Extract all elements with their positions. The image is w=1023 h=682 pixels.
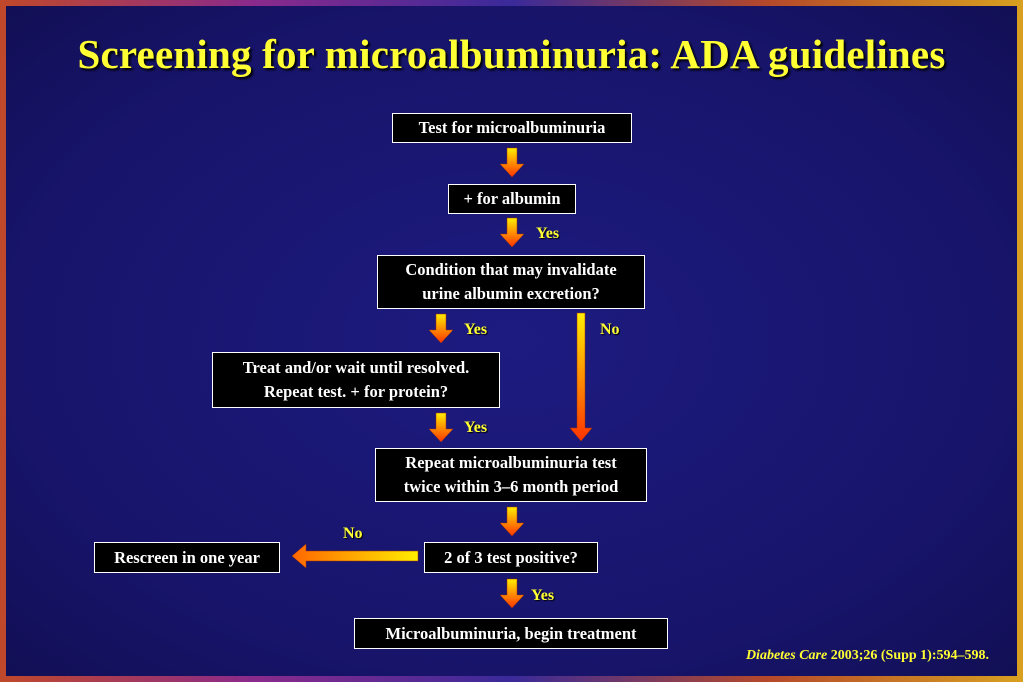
node-positive-for-albumin: + for albumin xyxy=(448,184,576,214)
node-label-line2: urine albumin excretion? xyxy=(422,284,600,303)
node-begin-treatment: Microalbuminuria, begin treatment xyxy=(354,618,668,649)
node-label: 2 of 3 test positive? xyxy=(444,547,578,567)
node-label: Microalbuminuria, begin treatment xyxy=(385,623,637,643)
citation-details: 2003;26 (Supp 1):594–598. xyxy=(827,648,989,663)
arrow-condition-no-to-repeat xyxy=(569,312,593,442)
arrow-positive-to-treatment xyxy=(499,578,525,609)
node-rescreen-one-year: Rescreen in one year xyxy=(94,542,280,573)
label-no-positive: No xyxy=(343,525,363,542)
citation: Diabetes Care 2003;26 (Supp 1):594–598. xyxy=(600,648,989,664)
node-label-line1: Treat and/or wait until resolved. xyxy=(242,358,470,377)
arrow-condition-to-treat xyxy=(428,313,454,344)
node-label-line1: Repeat microalbuminuria test xyxy=(405,453,617,472)
node-label: Test for microalbuminuria xyxy=(418,118,606,137)
node-label: Rescreen in one year xyxy=(114,547,260,567)
label-yes-positive: Yes xyxy=(531,587,555,604)
arrow-test-to-albumin xyxy=(499,147,525,178)
label-yes-treat: Yes xyxy=(464,419,488,436)
arrow-repeat-to-positive xyxy=(499,506,525,537)
node-label-line2: Repeat test. + for protein? xyxy=(263,382,449,401)
arrow-treat-to-repeat xyxy=(428,412,454,443)
citation-journal: Diabetes Care xyxy=(745,648,828,663)
node-label-line1: Condition that may invalidate xyxy=(405,260,617,279)
page-title: Screening for microalbuminuria: ADA guid… xyxy=(77,31,946,77)
node-condition-invalidate: Condition that may invalidate urine albu… xyxy=(377,255,645,309)
arrow-positive-no-to-rescreen xyxy=(291,543,419,569)
label-yes-albumin: Yes xyxy=(536,225,560,242)
node-two-of-three-positive: 2 of 3 test positive? xyxy=(424,542,598,573)
node-test-for-microalbuminuria: Test for microalbuminuria xyxy=(392,113,632,143)
arrow-albumin-to-condition xyxy=(499,217,525,248)
node-label-line2: twice within 3–6 month period xyxy=(403,477,619,496)
node-label: + for albumin xyxy=(463,189,561,208)
node-treat-and-wait: Treat and/or wait until resolved. Repeat… xyxy=(212,352,500,408)
label-yes-condition: Yes xyxy=(464,321,488,338)
node-repeat-test: Repeat microalbuminuria test twice withi… xyxy=(375,448,647,502)
label-no-condition: No xyxy=(600,321,620,338)
